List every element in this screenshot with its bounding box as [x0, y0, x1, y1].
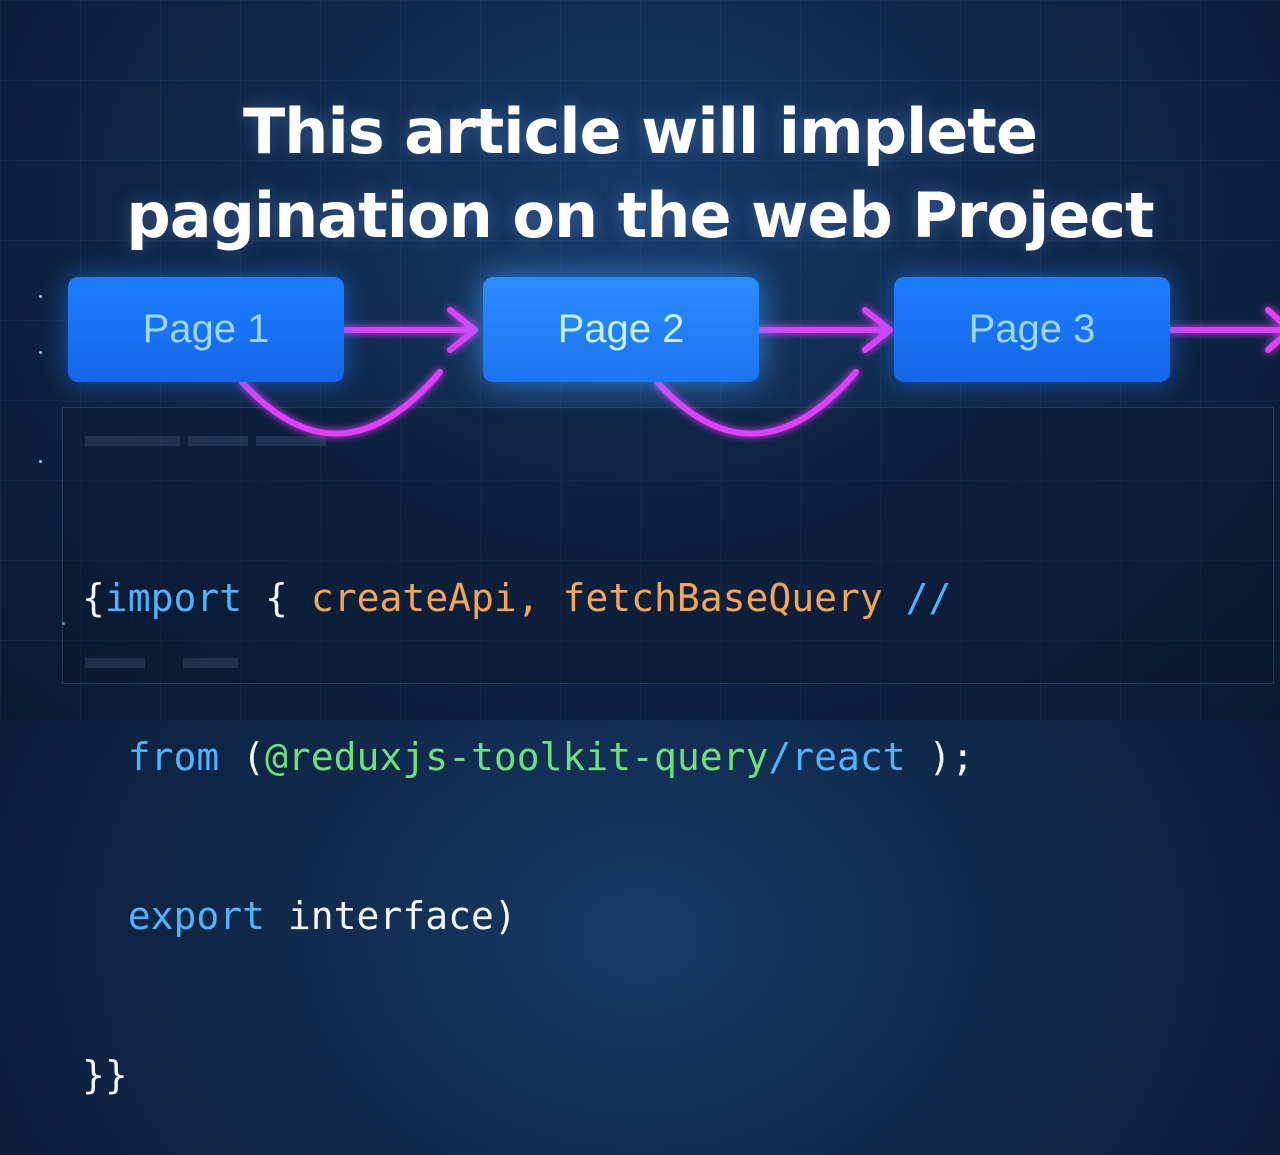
- page-1-label: Page 1: [142, 307, 270, 351]
- arrowhead-icon: [862, 307, 893, 353]
- code-keyword: import: [104, 576, 243, 620]
- code-token: {: [82, 576, 105, 620]
- ghost-line: [183, 658, 238, 668]
- loop-arc-2: [654, 369, 859, 437]
- code-token: );: [905, 735, 975, 779]
- headline-line-1: This article will implete: [243, 94, 1038, 168]
- page-3-label: Page 3: [968, 307, 1096, 351]
- ghost-line: [188, 436, 248, 446]
- code-module-path: /react: [768, 735, 906, 779]
- pagination-flow: [239, 307, 1280, 437]
- page-1-box: Page 1: [68, 277, 344, 382]
- code-indent: [82, 894, 128, 938]
- code-indent: [82, 735, 128, 779]
- code-snippet: {import { createApi, fetchBaseQuery // f…: [82, 466, 974, 1155]
- decor-dot: [39, 460, 42, 463]
- headline: This article will implete pagination on …: [0, 90, 1280, 258]
- arrowhead-icon: [447, 307, 478, 353]
- loop-arc-1: [239, 369, 443, 437]
- arrowhead-icon: [1265, 307, 1280, 353]
- decor-dot: [39, 295, 42, 298]
- code-token: interface): [265, 894, 517, 938]
- code-line-3: export interface): [82, 890, 974, 943]
- ghost-line: [85, 658, 145, 668]
- page-2-label: Page 2: [557, 307, 685, 351]
- code-panel: [62, 407, 1274, 684]
- headline-line-2: pagination on the web Project: [126, 178, 1154, 252]
- page-3-box: Page 3: [894, 277, 1170, 382]
- code-identifiers: createApi, fetchBaseQuery: [310, 576, 883, 620]
- code-token: }}: [82, 1053, 128, 1097]
- code-keyword: from: [127, 735, 220, 779]
- page-2-box: Page 2: [483, 277, 759, 382]
- decor-dot: [39, 351, 42, 354]
- code-module-name: @reduxjs-toolkit-query: [265, 735, 769, 779]
- code-line-2: from (@reduxjs-toolkit-query/react );: [82, 731, 975, 784]
- code-line-1: {import { createApi, fetchBaseQuery //: [82, 572, 974, 625]
- ghost-line: [256, 436, 326, 446]
- code-token: (: [219, 735, 266, 779]
- decor-dot: [62, 622, 65, 625]
- code-keyword: export: [127, 894, 266, 938]
- ghost-line: [85, 436, 180, 446]
- code-line-4: }}: [82, 1049, 974, 1102]
- code-comment: //: [882, 576, 952, 620]
- code-token: {: [242, 576, 311, 620]
